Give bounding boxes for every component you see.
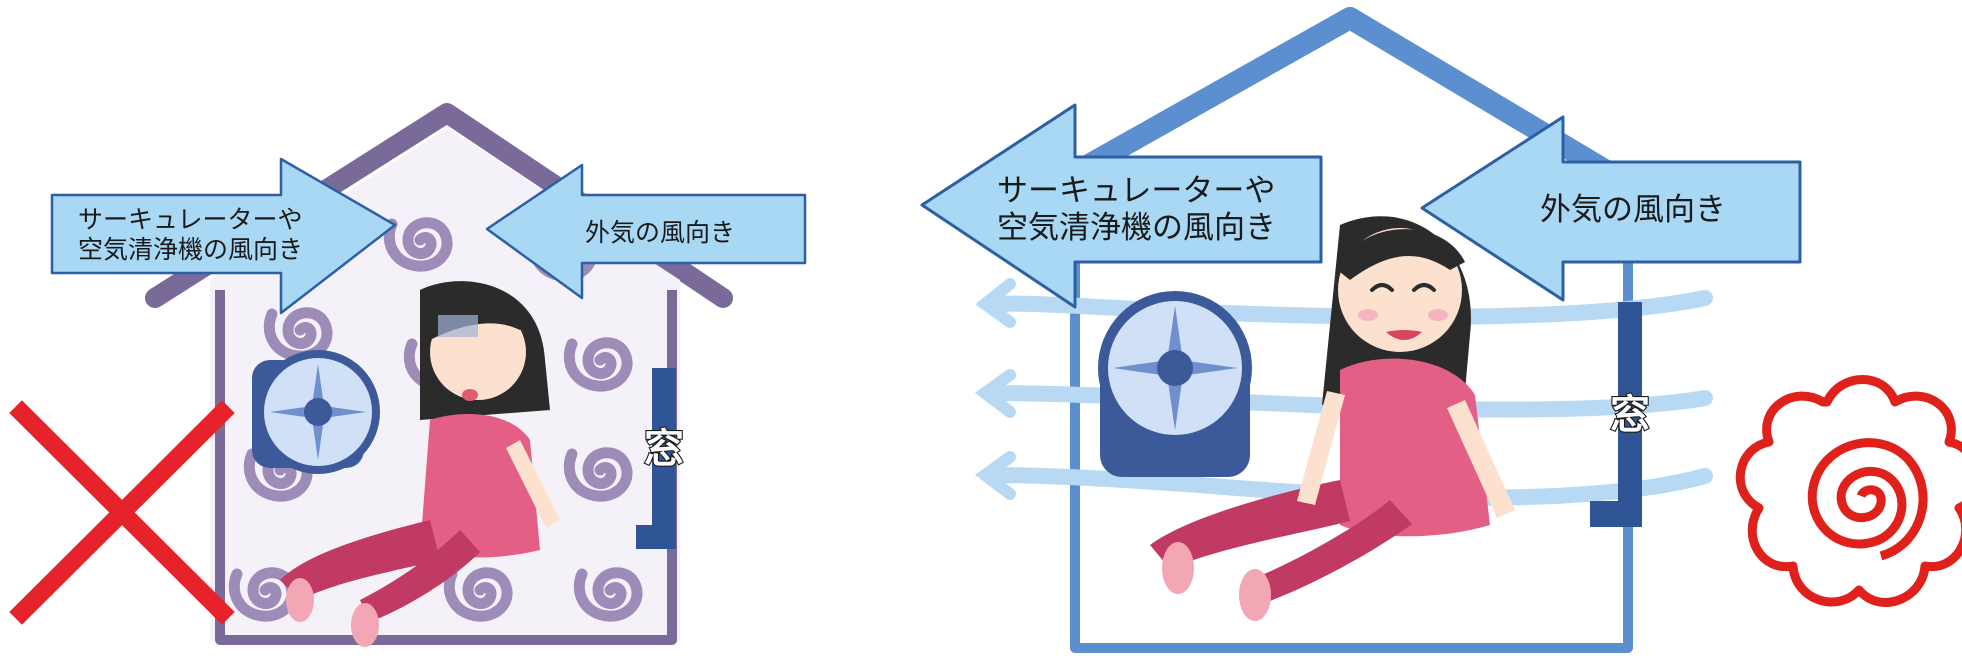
left-person-tired bbox=[280, 281, 560, 647]
left-panel: 窓 サーキュレーターや 空気清浄機の風向き 外気の風向き bbox=[9, 103, 807, 647]
fresh-air-flow bbox=[974, 278, 1713, 506]
red-x-icon bbox=[9, 400, 235, 625]
right-panel: 窓 サーキュレーターや 空気清浄機の風向き 外気の風向き bbox=[920, 7, 1962, 653]
right-person-happy bbox=[1150, 216, 1515, 621]
right-circulator-fan bbox=[1098, 291, 1252, 477]
right-circulator-arrow: サーキュレーターや 空気清浄機の風向き bbox=[920, 103, 1323, 309]
left-outside-wind-arrow: 外気の風向き bbox=[485, 163, 807, 300]
left-window: 窓 bbox=[636, 368, 685, 549]
right-outside-wind-arrow: 外気の風向き bbox=[1420, 115, 1802, 302]
right-window-label: 窓 bbox=[1610, 392, 1650, 438]
left-circulator-arrow-line2: 空気清浄機の風向き bbox=[78, 235, 303, 264]
right-circulator-arrow-line1: サーキュレーターや bbox=[997, 173, 1275, 209]
left-circulator-arrow-line1: サーキュレーターや bbox=[78, 205, 303, 234]
right-circulator-arrow-line2: 空気清浄機の風向き bbox=[997, 210, 1276, 246]
left-circulator-arrow: サーキュレーターや 空気清浄機の風向き bbox=[50, 157, 397, 315]
red-hanamaru-icon bbox=[1735, 375, 1962, 607]
left-outside-wind-arrow-label: 外気の風向き bbox=[585, 218, 735, 247]
right-outside-wind-arrow-label: 外気の風向き bbox=[1540, 192, 1726, 228]
left-circulator-fan bbox=[252, 350, 380, 474]
left-window-label: 窓 bbox=[644, 426, 684, 472]
right-window: 窓 bbox=[1590, 302, 1651, 527]
